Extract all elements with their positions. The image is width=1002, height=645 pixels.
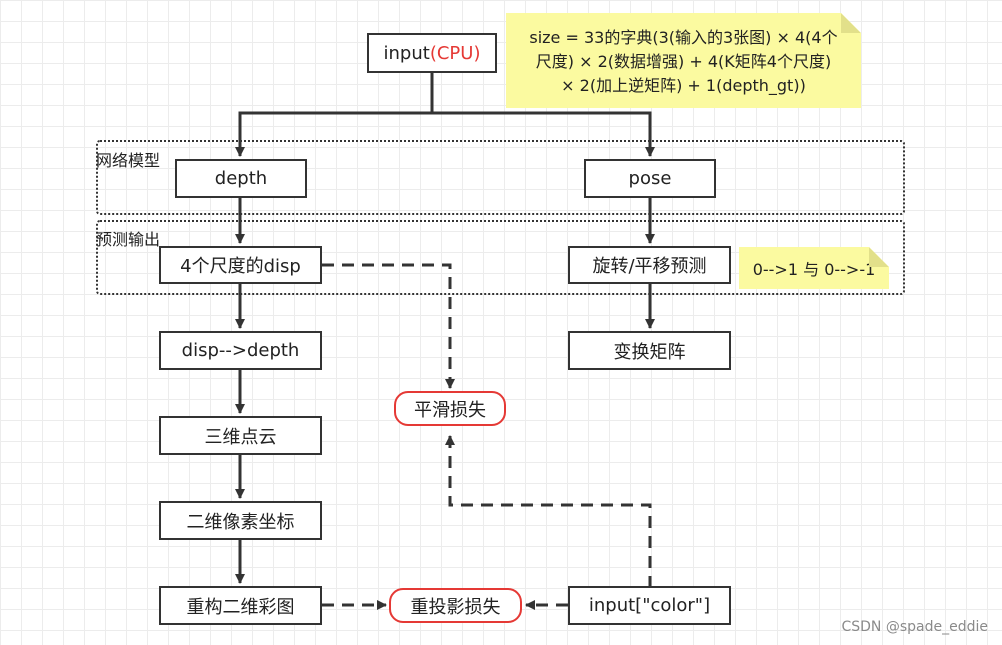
input-label: input <box>383 42 430 64</box>
input-cpu-node: input(CPU) <box>367 33 497 73</box>
reconstruct-color-node: 重构二维彩图 <box>159 586 322 625</box>
size-note-line-3: × 2(加上逆矩阵) + 1(depth_gt)) <box>561 76 806 95</box>
reprojection-loss-node: 重投影损失 <box>389 588 522 623</box>
cpu-label: (CPU) <box>429 42 481 64</box>
edge-input-to-depth <box>235 73 434 157</box>
disp-to-depth-node: disp-->depth <box>159 331 322 370</box>
network-model-label: 网络模型 <box>96 151 161 170</box>
prediction-output-label: 预测输出 <box>96 230 161 249</box>
depth-node: depth <box>175 159 307 198</box>
edge-disp-to-smoothloss <box>322 263 455 389</box>
multi-scale-disp-node: 4个尺度的disp <box>159 246 322 284</box>
pose-node: pose <box>584 159 716 198</box>
prediction-output-group <box>96 220 905 295</box>
watermark: CSDN @spade_eddie <box>841 619 988 635</box>
size-note: size = 33的字典(3(输入的3张图) × 4(4个 尺度) × 2(数据… <box>506 13 861 108</box>
network-model-group <box>96 140 905 215</box>
frame-range-note: 0-->1 与 0-->-1 <box>739 247 889 289</box>
rotation-translation-node: 旋转/平移预测 <box>568 246 731 284</box>
smooth-loss-node: 平滑损失 <box>394 391 506 426</box>
input-color-node: input["color"] <box>568 586 731 625</box>
point-cloud-node: 三维点云 <box>159 416 322 455</box>
pixel-coords-node: 二维像素坐标 <box>159 501 322 540</box>
size-note-line-1: size = 33的字典(3(输入的3张图) × 4(4个 <box>529 28 838 47</box>
transform-matrix-node: 变换矩阵 <box>568 331 731 370</box>
frame-range-text: 0-->1 与 0-->-1 <box>752 260 876 279</box>
size-note-line-2: 尺度) × 2(数据增强) + 4(K矩阵4个尺度) <box>535 52 832 71</box>
edge-color-to-smoothloss <box>445 435 652 588</box>
